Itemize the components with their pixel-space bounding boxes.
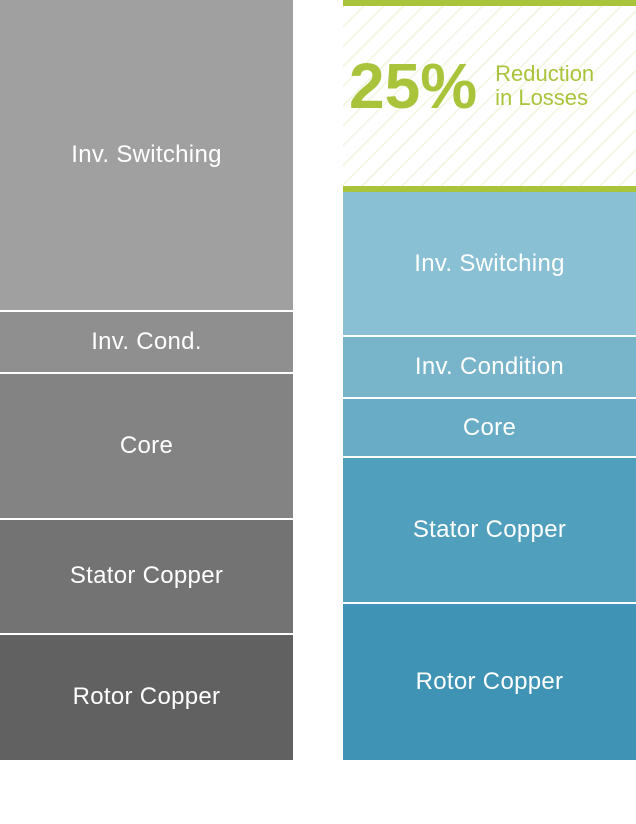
reduction-percent: 25% [349,50,478,122]
reduction-callout: 25% Reduction in Losses [343,0,636,193]
stack-segment: Stator Copper [343,456,636,602]
stack-segment: Core [343,397,636,456]
segment-label: Stator Copper [69,562,224,590]
segment-label: Core [462,413,517,441]
stack-segment: Inv. Switching [0,0,293,311]
segment-label: Rotor Copper [72,683,221,711]
stack-segment: Core [0,372,293,519]
segment-label: Stator Copper [412,515,567,543]
stack-segment: Rotor Copper [0,632,293,760]
stack-segment: Inv. Cond. [0,310,293,373]
reduction-caption-line1: Reduction [495,61,595,86]
stack-segment: Rotor Copper [343,601,636,760]
reduction-caption-line2: in Losses [495,85,589,110]
stack-segment: Stator Copper [0,518,293,633]
segment-label: Inv. Switching [71,141,222,169]
segment-label: Core [119,432,174,460]
segment-label: Inv. Condition [414,353,565,381]
reduction-caption: Reduction in Losses [495,62,594,110]
segment-label: Inv. Switching [414,249,565,277]
stack-segment: Inv. Switching [343,192,636,335]
segment-label: Inv. Cond. [91,328,202,356]
segment-label: Rotor Copper [415,667,564,695]
stack-segment: Inv. Condition [343,335,636,398]
